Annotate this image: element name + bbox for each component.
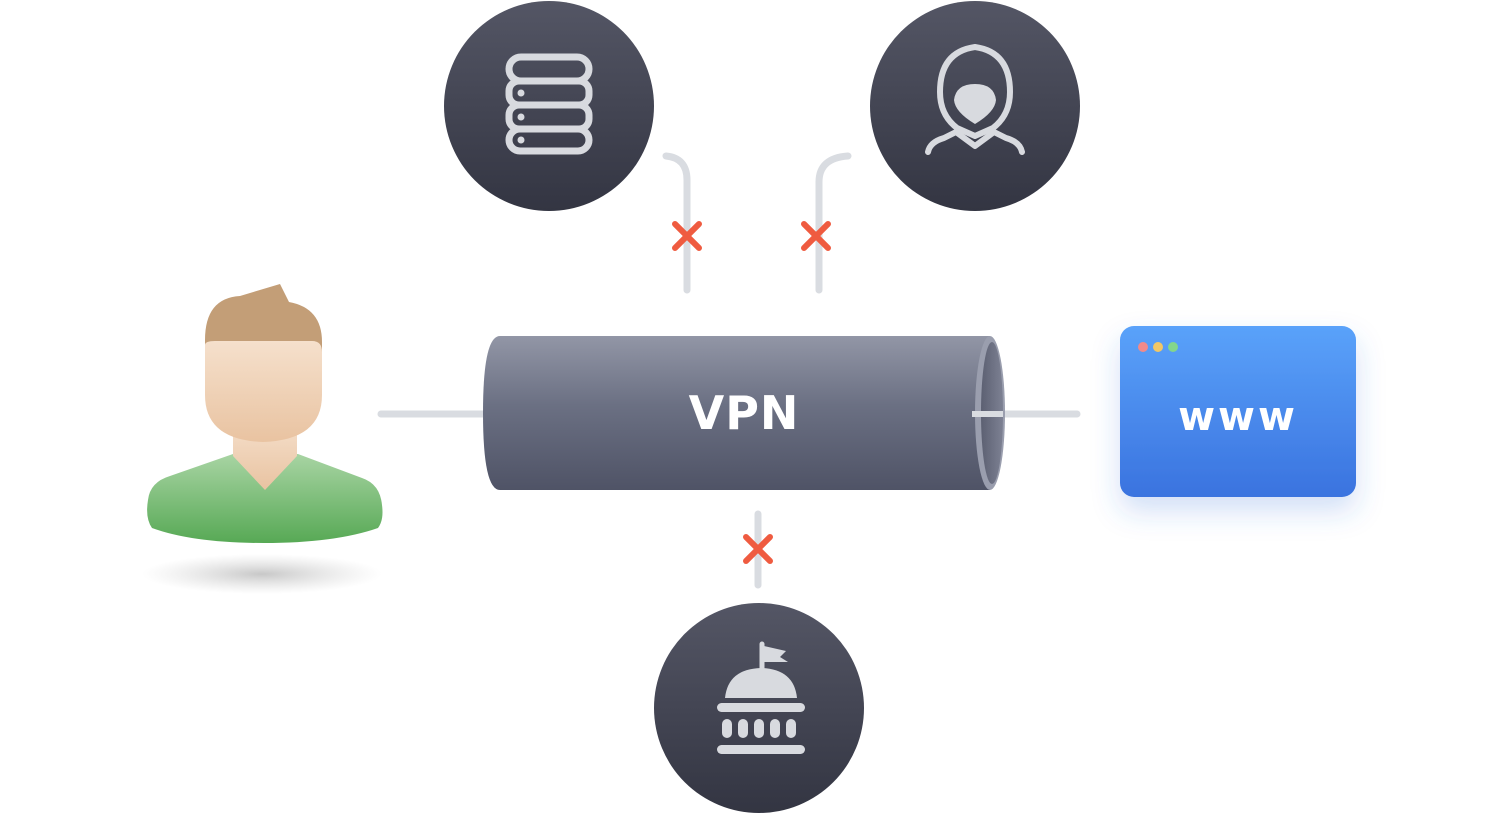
- hacker-node: [870, 1, 1080, 211]
- block-x-icon: [672, 221, 702, 251]
- block-x-icon: [743, 534, 773, 564]
- vpn-tunnel: VPN: [483, 336, 1005, 490]
- blocked-marks: [672, 221, 831, 564]
- tunnel-label: VPN: [689, 386, 800, 440]
- government-icon: [717, 641, 805, 754]
- user-face: [205, 341, 322, 442]
- database-icon: [505, 53, 593, 155]
- database-node: [444, 1, 654, 211]
- window-dot-yellow: [1153, 342, 1163, 352]
- window-dot-red: [1138, 342, 1148, 352]
- user-icon: [142, 284, 383, 594]
- user-shirt: [147, 454, 383, 543]
- government-node: [654, 603, 864, 813]
- hacker-icon: [925, 44, 1025, 155]
- block-x-icon: [801, 221, 831, 251]
- user-shadow: [142, 554, 382, 594]
- website-label: www: [1178, 394, 1298, 440]
- database-tap-line: [662, 152, 691, 294]
- window-dot-green: [1168, 342, 1178, 352]
- hacker-tap-line: [815, 152, 852, 294]
- hacker-face: [954, 84, 996, 124]
- browser-window-icon: www: [1120, 326, 1356, 497]
